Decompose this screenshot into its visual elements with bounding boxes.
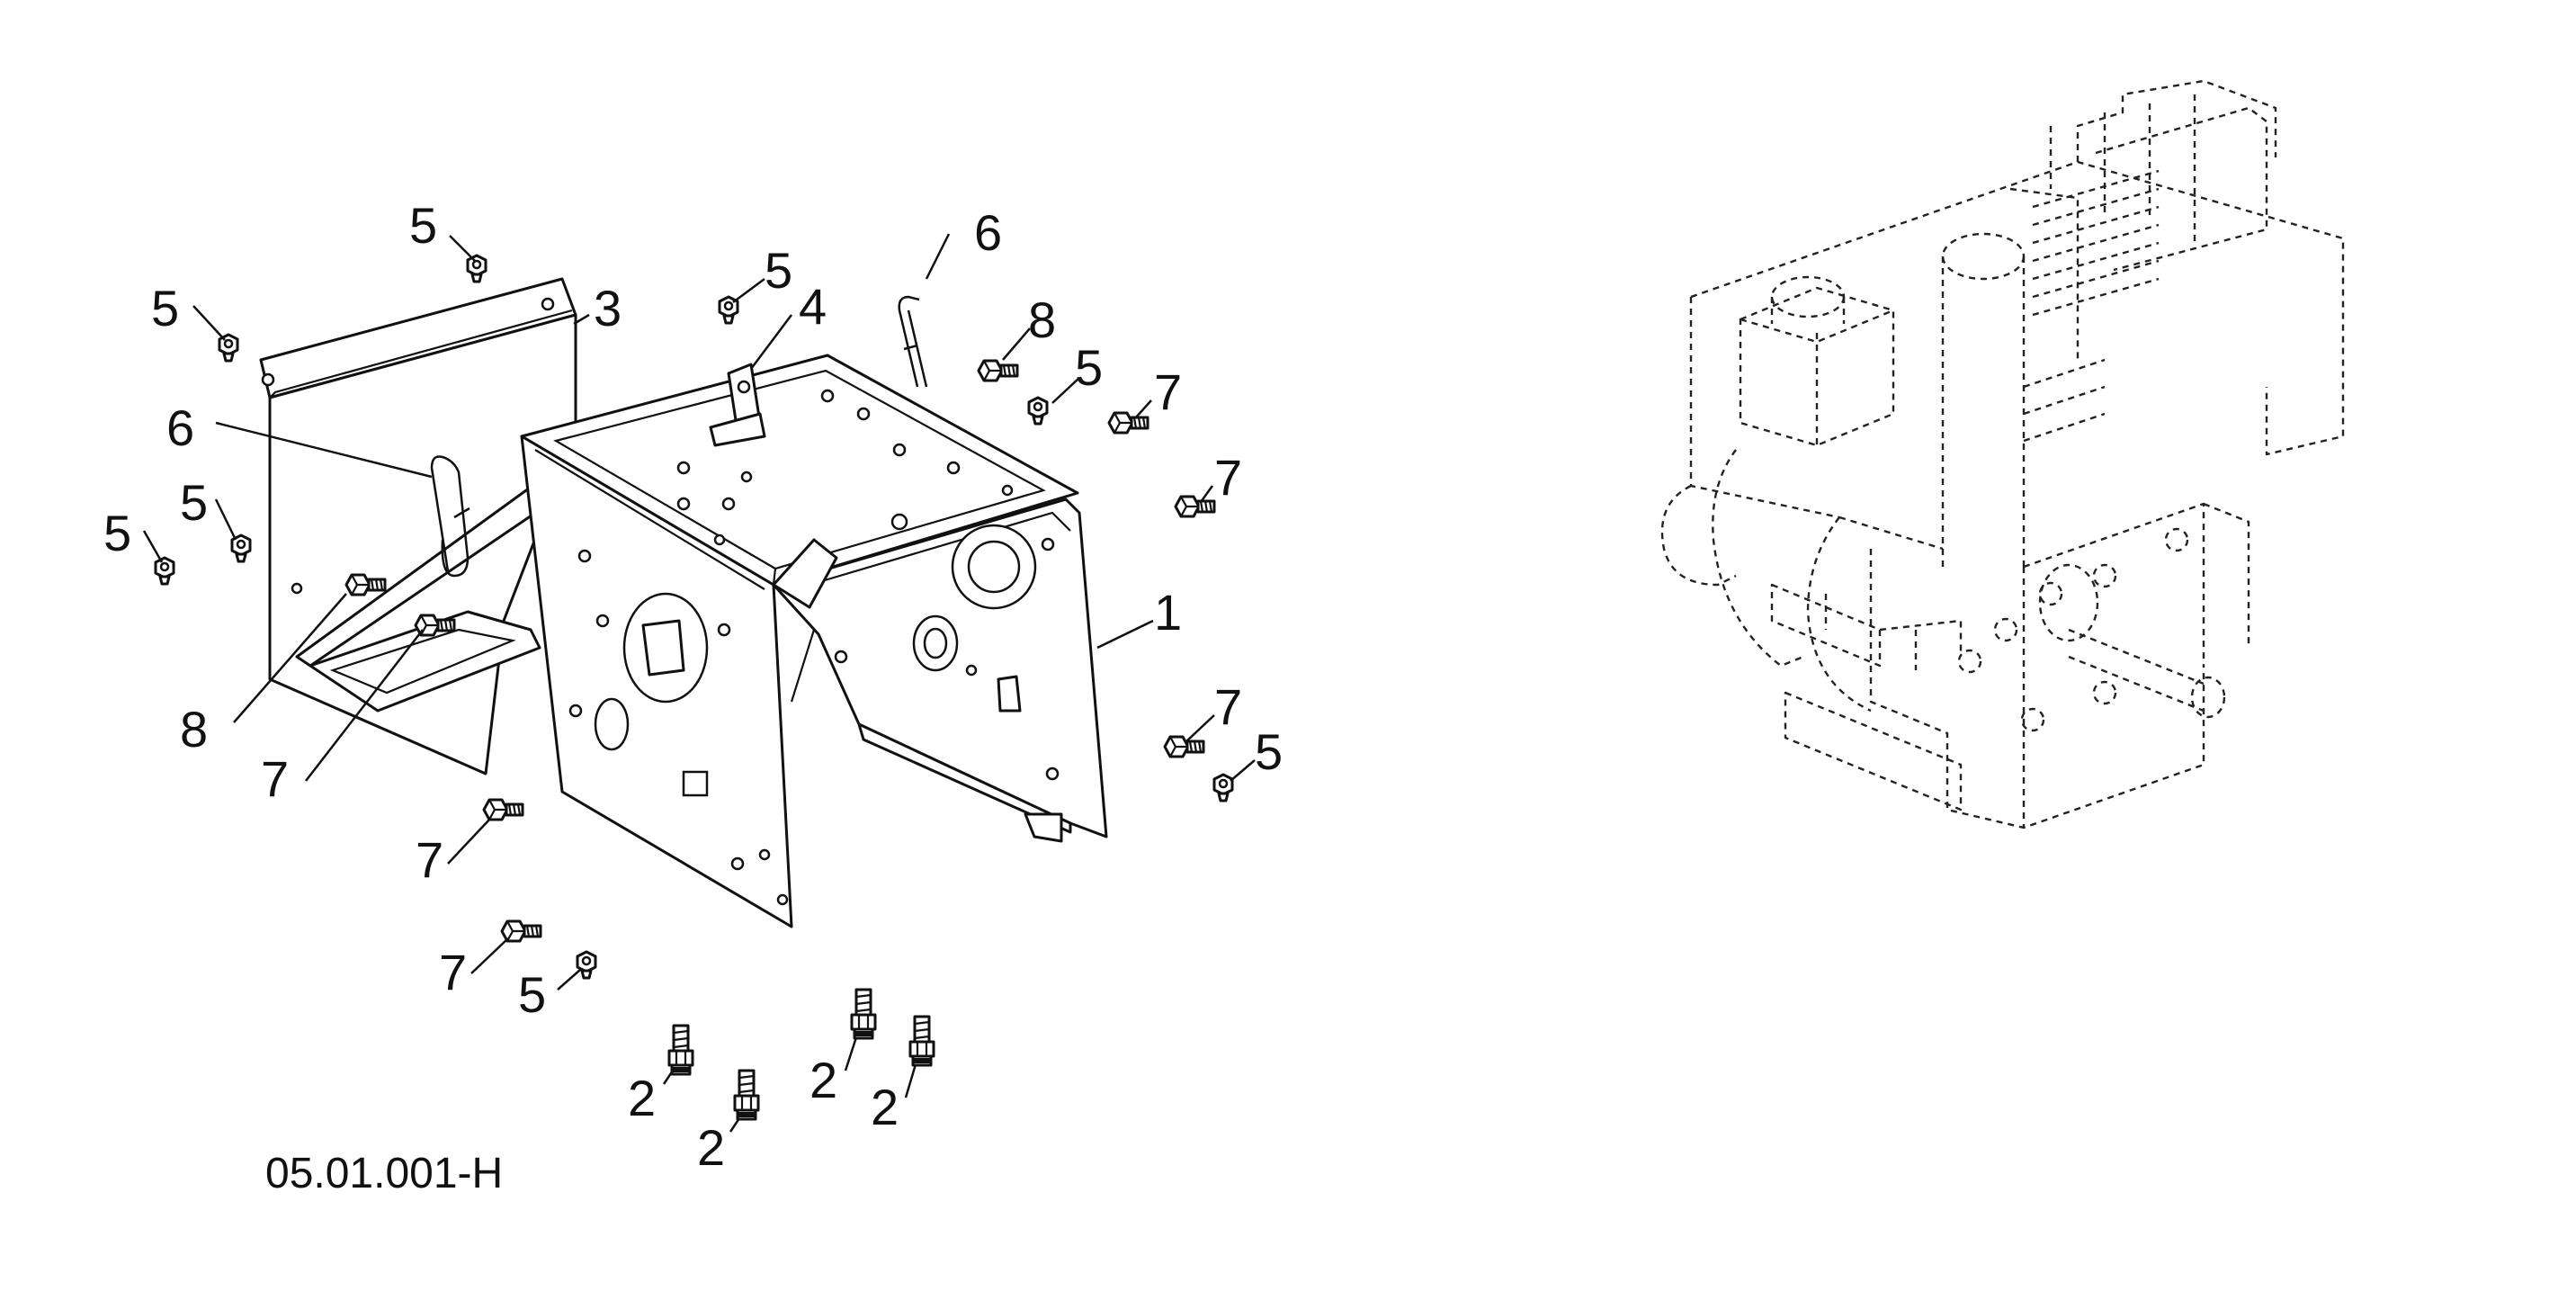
callout-7: 7 [439, 944, 467, 1000]
rear-shield-part [259, 277, 577, 776]
callout-1: 1 [1154, 584, 1182, 641]
callout-6: 6 [166, 399, 194, 456]
callout-5: 5 [1075, 339, 1103, 396]
bracket-part [709, 363, 766, 447]
callout-5: 5 [518, 966, 546, 1023]
callout-2: 2 [871, 1079, 899, 1135]
callout-labels: 5 5 3 6 5 5 5 4 6 8 5 7 7 1 8 7 7 5 7 7 … [103, 197, 1283, 1176]
callout-7: 7 [261, 750, 289, 807]
callout-5: 5 [151, 280, 179, 336]
callout-6: 6 [974, 204, 1002, 261]
callout-5: 5 [103, 505, 131, 561]
callout-5: 5 [1255, 723, 1283, 780]
callout-2: 2 [809, 1052, 837, 1108]
wire-clip-part [430, 295, 928, 578]
callout-7: 7 [416, 831, 443, 888]
callout-4: 4 [799, 278, 827, 335]
callout-2: 2 [697, 1119, 725, 1176]
callout-7: 7 [1154, 363, 1182, 420]
leader-lines [142, 233, 1256, 1133]
callout-8: 8 [1028, 291, 1056, 348]
callout-3: 3 [594, 280, 622, 336]
main-frame-part [520, 354, 1108, 928]
drawing-code: 05.01.001-H [265, 1150, 503, 1197]
callout-5: 5 [180, 474, 208, 531]
engine-reference-outline [1660, 79, 2345, 829]
callout-5: 5 [409, 197, 437, 254]
callout-7: 7 [1214, 449, 1242, 506]
callout-2: 2 [628, 1070, 656, 1126]
callout-8: 8 [180, 701, 208, 758]
callout-5: 5 [765, 242, 792, 299]
callout-7: 7 [1214, 678, 1242, 735]
